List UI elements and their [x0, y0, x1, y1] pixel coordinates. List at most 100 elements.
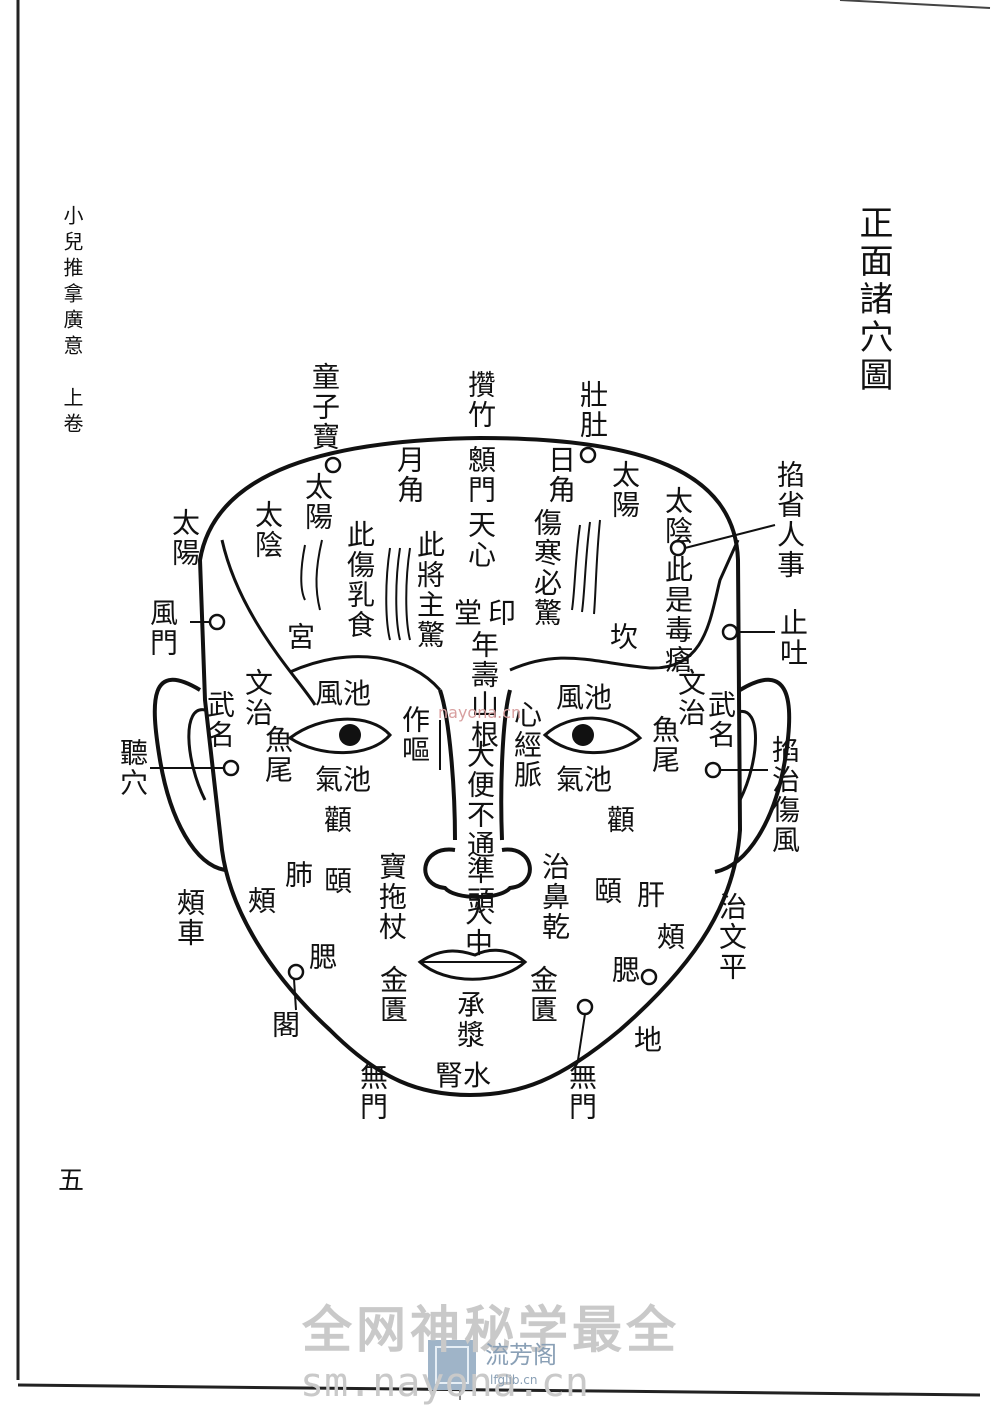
- label-tingxue: 聽穴: [116, 738, 149, 798]
- label-jia-right: 頰: [653, 922, 686, 952]
- leader-qiaoxing: [684, 524, 776, 549]
- point-fengmen: [208, 613, 226, 631]
- nose-right-edge: [499, 689, 512, 841]
- mouth: [417, 948, 528, 981]
- label-wuming-left: 武名: [203, 690, 236, 750]
- label-taiyang-right: 太陽: [608, 460, 641, 520]
- watermark-line2: sm.nayona.cn: [300, 1360, 589, 1406]
- label-renzhong: 人中: [461, 898, 494, 958]
- point-tingxue: [222, 759, 240, 777]
- label-tongzibao: 童子寶: [308, 362, 341, 452]
- point-tongzibao: [324, 456, 342, 474]
- wrinkle-7: [581, 521, 591, 613]
- diagram-title: 正面諸穴圖: [853, 205, 893, 395]
- label-zhitu: 止吐: [776, 608, 809, 668]
- label-kan: 坎: [606, 622, 639, 652]
- label-shenshui: 腎水: [435, 1059, 492, 1092]
- point-wumen-right: [576, 998, 594, 1016]
- left-brow: [289, 655, 442, 691]
- label-yi-left: 頤: [320, 866, 353, 896]
- label-jinkui-right: 金匱: [526, 965, 559, 1025]
- label-xin-jing-mai: 心經脈: [510, 700, 543, 790]
- label-tianxin: 天心: [464, 510, 497, 570]
- label-fei: 肺: [281, 860, 314, 890]
- label-jia-left: 頰: [244, 886, 277, 916]
- label-tang: 堂: [450, 598, 483, 628]
- wrinkle-5: [405, 547, 411, 641]
- label-quan-left: 顴: [320, 805, 353, 835]
- left-temple-line: [220, 539, 317, 706]
- label-yuejiao: 月角: [393, 445, 426, 505]
- label-bao-zhen-zhang: 寶拖杖: [375, 852, 408, 942]
- book-title: 小兒推拿廣意 上卷: [60, 205, 84, 439]
- left-ear: [152, 677, 226, 872]
- label-wenzhi-left: 文治: [241, 668, 274, 728]
- label-yuwei-right: 魚尾: [648, 715, 681, 775]
- right-pupil: [572, 724, 594, 746]
- label-wumen-left: 無門: [356, 1062, 389, 1122]
- label-xinmen: 顖門: [464, 445, 497, 505]
- label-taiyin-left: 太陰: [251, 500, 284, 560]
- label-qichi-right: 氣池: [556, 763, 613, 796]
- right-ear: [714, 677, 792, 874]
- left-eye: [287, 717, 392, 755]
- label-ge: 閣: [268, 1010, 301, 1040]
- label-jinkui-left: 金匱: [376, 965, 409, 1025]
- label-yin: 印: [484, 598, 517, 628]
- label-taiyang-left: 太陽: [301, 472, 334, 532]
- leader-ge: [293, 978, 297, 1011]
- label-taiyang-outer: 太陽: [168, 508, 201, 568]
- label-wenzhi-right: 文治: [674, 668, 707, 728]
- label-zhuntou: 準頭: [463, 856, 496, 916]
- page-number: 五: [58, 1166, 85, 1196]
- point-sai-right: [640, 968, 658, 986]
- point-zhitu: [721, 623, 739, 641]
- label-qiaoxing-renshi: 掐省人事: [773, 460, 806, 580]
- nose-left-edge: [438, 689, 457, 841]
- watermark-badge-url: lfglib.cn: [490, 1373, 538, 1387]
- point-zhuangdu: [579, 446, 597, 464]
- label-sai-right: 腮: [608, 955, 641, 985]
- label-yuwei-left: 魚尾: [261, 725, 294, 785]
- label-jiang-zhu-jing: 此將主驚: [413, 530, 446, 650]
- wrinkle-2: [315, 539, 323, 611]
- label-zuo-ou: 作嘔: [398, 705, 431, 765]
- label-qichi-left: 氣池: [315, 763, 372, 796]
- label-fengmen: 風門: [146, 598, 179, 658]
- right-ear-inner: [737, 710, 757, 801]
- label-yi-right: 頤: [590, 876, 623, 906]
- watermark-line1: 全网神秘学最全: [302, 1301, 680, 1359]
- label-taiyin-right: 太陰: [661, 486, 694, 546]
- label-di: 地: [630, 1025, 663, 1055]
- label-chengjiang: 承漿: [453, 990, 486, 1050]
- label-zhi-shang-feng: 掐治傷風: [768, 735, 801, 855]
- label-quan-right: 顴: [603, 805, 636, 835]
- page-bottom-border: [17, 1383, 981, 1397]
- label-gan: 肝: [633, 880, 666, 910]
- label-rijiao: 日角: [544, 445, 577, 505]
- label-zanzhu: 攢竹: [464, 370, 497, 430]
- label-gong: 宮: [283, 622, 316, 652]
- face-outline: [197, 435, 743, 1098]
- leader-wumen-right: [577, 1013, 586, 1061]
- label-shi-du-zhu: 此是毒瘡: [661, 555, 694, 675]
- wrinkle-4: [395, 547, 401, 641]
- right-eye: [542, 716, 643, 755]
- label-zhuangdu: 壯肚: [576, 380, 609, 440]
- label-shanghan-bi-jing: 傷寒必驚: [530, 508, 563, 628]
- watermark-small-center: nayona.cn: [438, 703, 522, 722]
- wrinkle-8: [593, 519, 601, 615]
- label-nian-shou-shan-gen: 年壽山根: [467, 630, 500, 750]
- label-zhi-wen-ping: 治文平: [715, 892, 748, 982]
- wrinkle-1: [300, 544, 306, 601]
- right-forehead-line: [509, 539, 740, 672]
- label-dabian-butong: 大便不通: [463, 740, 496, 860]
- label-wuming-right: 武名: [704, 690, 737, 750]
- label-shang-ru-shi: 此傷乳食: [343, 520, 376, 640]
- label-fengchi-right: 風池: [556, 681, 613, 714]
- label-jiache: 頰車: [173, 888, 206, 948]
- page-top-edge: [839, 0, 991, 9]
- watermark-badge-text: 流芳阁: [485, 1341, 557, 1369]
